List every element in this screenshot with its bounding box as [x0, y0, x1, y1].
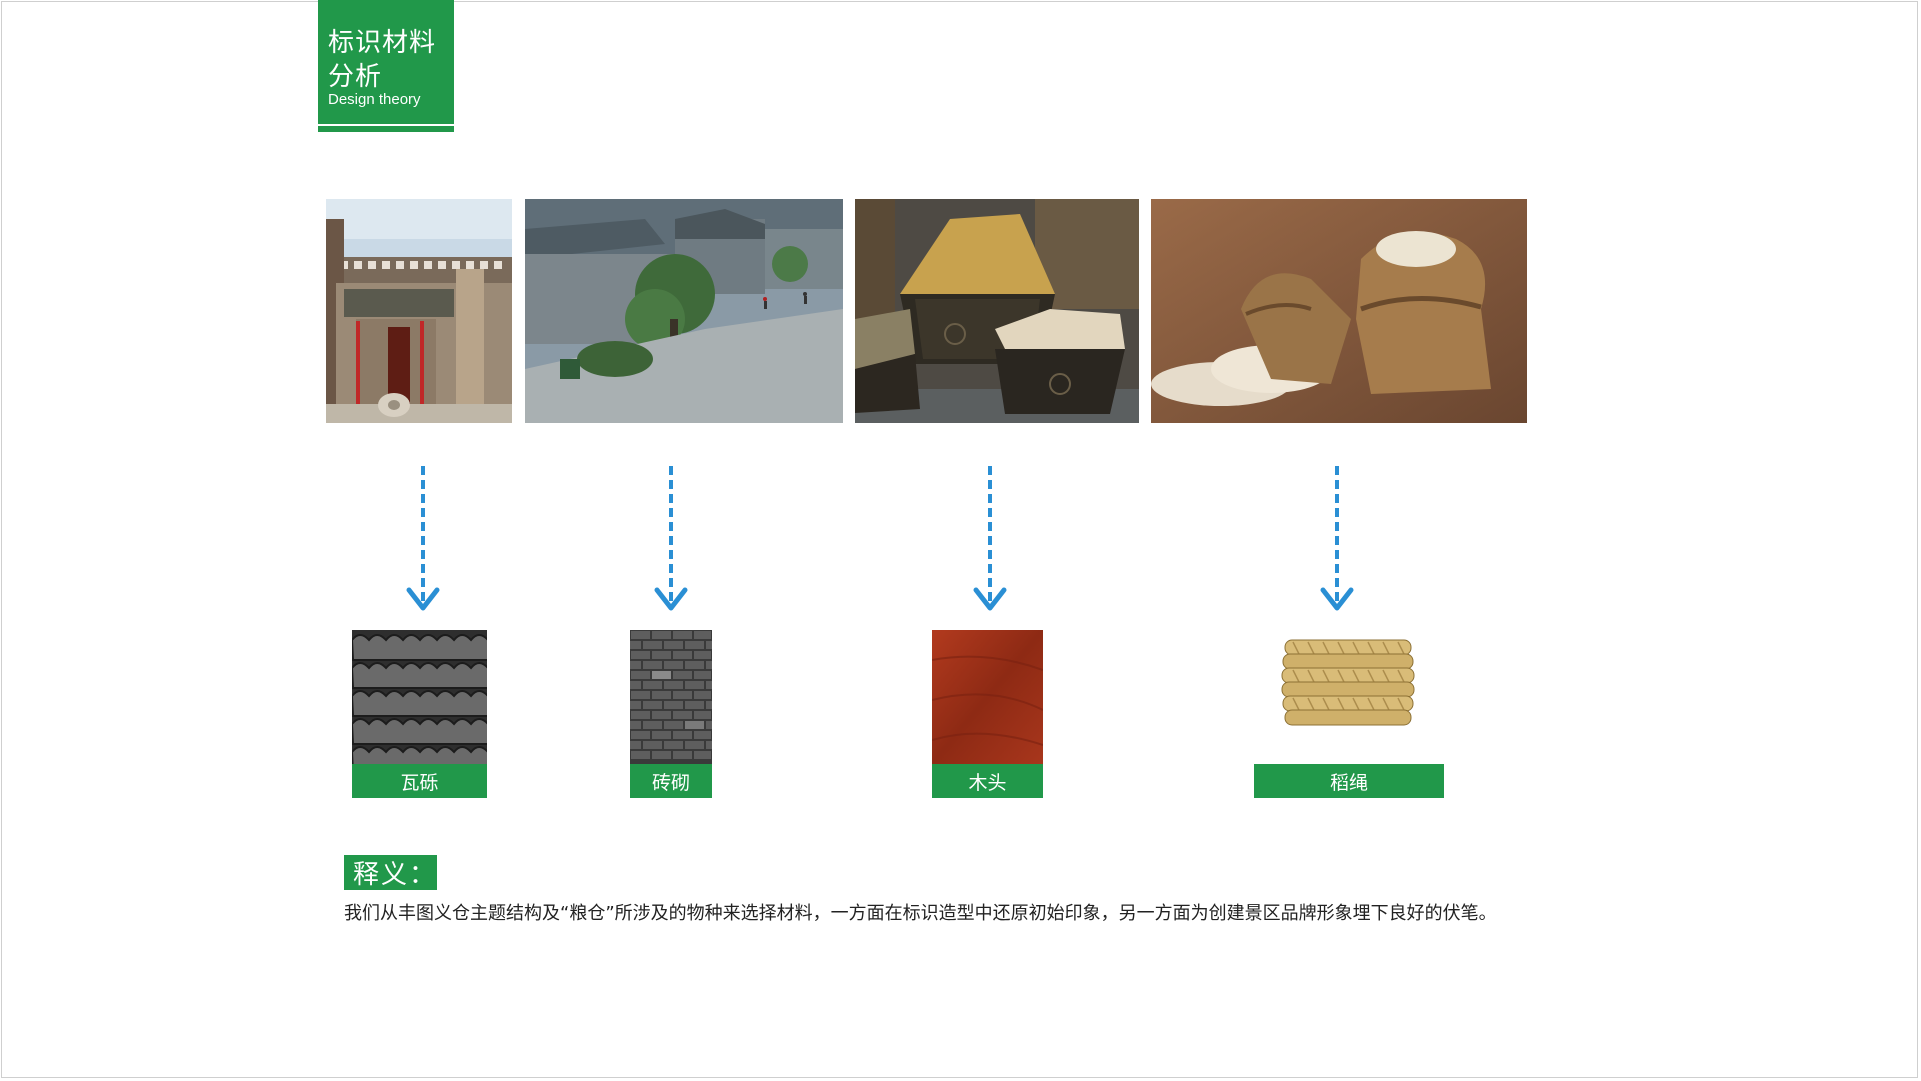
explanation-body: 我们从丰图义仓主题结构及“粮仓”所涉及的物种来选择材料，一方面在标识造型中还原初…: [344, 903, 1497, 924]
explanation-heading: 释义：: [344, 855, 437, 890]
swatch-bricks: [630, 630, 712, 764]
arrow-down-icon: [970, 464, 1010, 614]
arrow-down-icon: [403, 464, 443, 614]
arrow-down-icon: [1317, 464, 1357, 614]
material-label-bricks: 砖砌: [630, 764, 712, 798]
swatch-wood: [932, 630, 1043, 764]
material-label-wood: 木头: [932, 764, 1043, 798]
header-title-line1: 标识材料: [328, 28, 437, 58]
photo-rice-sacks: [1151, 199, 1527, 423]
photo-courtyard-buildings: [525, 199, 843, 423]
swatch-rope: [1253, 630, 1443, 764]
arrow-down-icon: [651, 464, 691, 614]
header-title-line2: 分析: [328, 62, 383, 92]
photo-granary-courtyard: [326, 199, 512, 423]
swatch-roof-tiles: [352, 630, 487, 764]
header-underline: [318, 126, 454, 132]
header-subtitle: Design theory: [328, 91, 421, 108]
photo-grain-containers: [855, 199, 1139, 423]
section-header: 标识材料 分析 Design theory: [318, 0, 454, 124]
material-label-tiles: 瓦砾: [352, 764, 487, 798]
material-label-rope: 稻绳: [1254, 764, 1444, 798]
